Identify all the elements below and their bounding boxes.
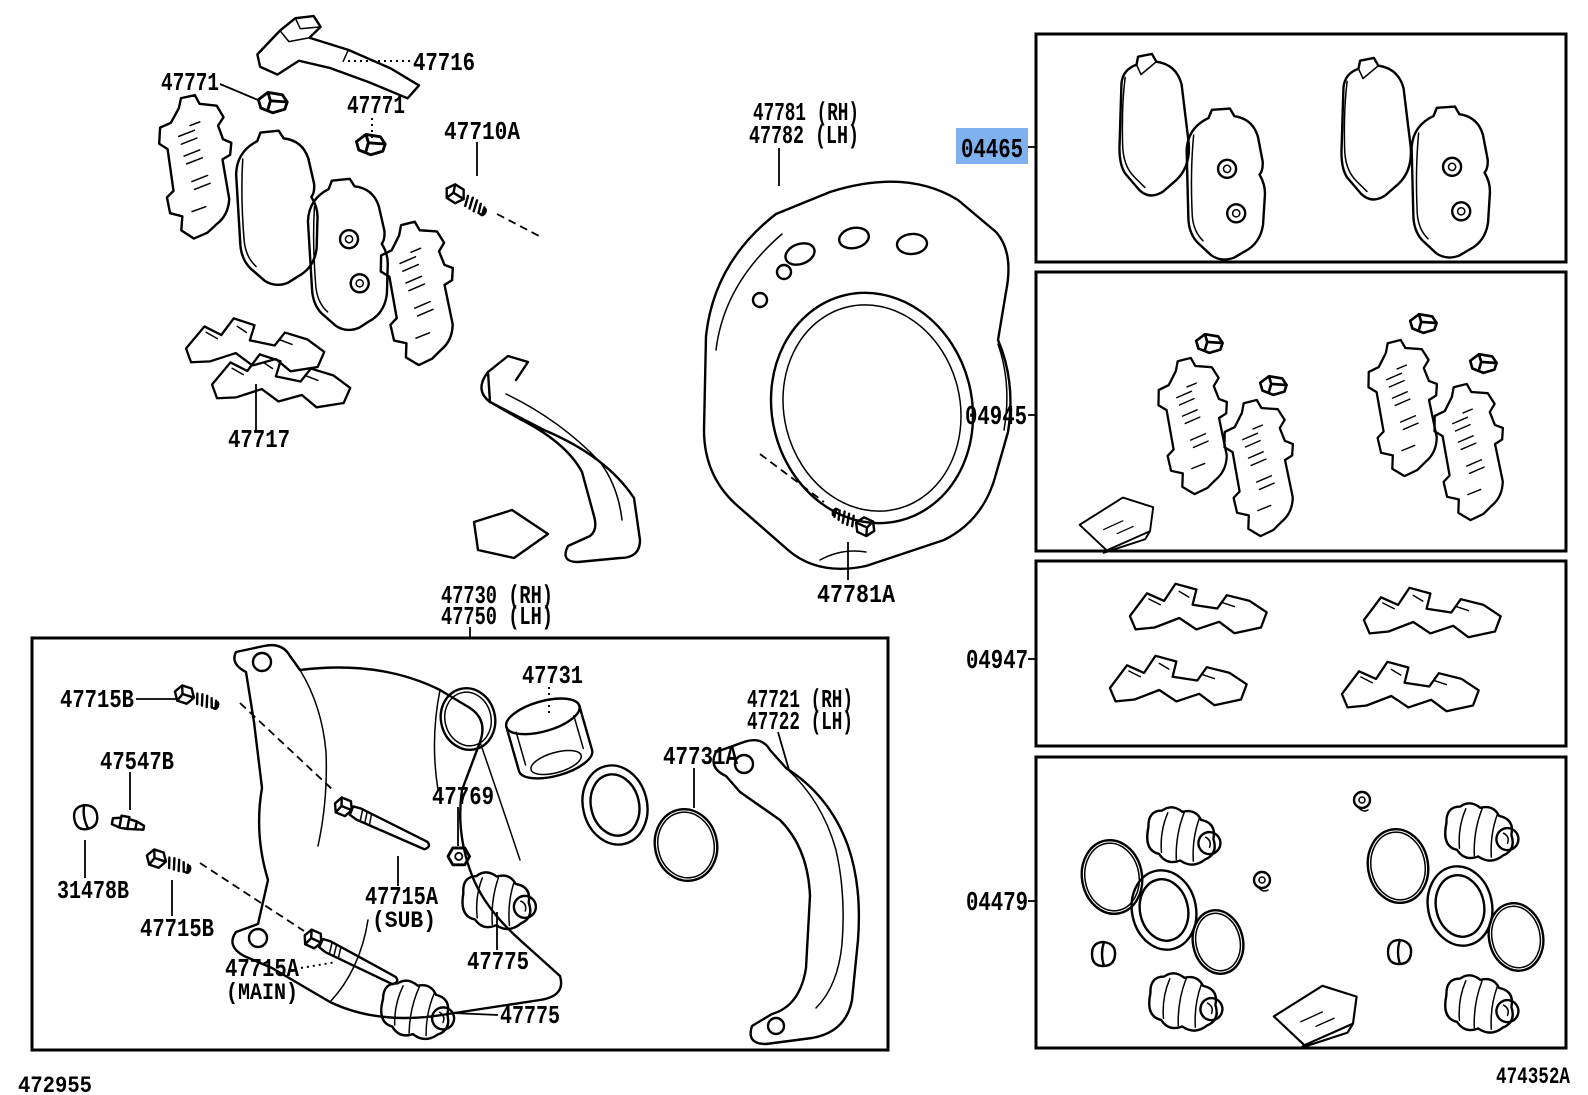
selected-kit-highlight [956,128,1028,164]
drawing-bolt-47715B-upper [171,682,222,715]
drawing-pad-clip-47771-right [354,132,387,157]
leader-47775-lower [451,1012,499,1016]
caliper-assembly-box [30,636,890,1052]
drawing-fitting-plate-47716 [256,14,421,100]
drawing-bolt-47715B-lower [143,846,194,879]
figure-code-right: 474352A [1496,1064,1570,1090]
axis-47710A [496,213,542,238]
drawing-pin-47715A-main [299,926,404,987]
part-label-47721-rh[interactable]: 47721 (RH) [747,685,853,715]
kit-label-04465[interactable]: 04465 [961,136,1023,166]
part-label-47771-left[interactable]: 47771 [161,68,219,98]
drawing-cap-31478B [71,802,101,833]
part-label-47722-lh[interactable]: 47722 (LH) [747,707,853,737]
drawing-piston-seal [439,687,497,751]
part-label-47781-rh[interactable]: 47781 (RH) [753,98,859,128]
part-label-47715B-lower[interactable]: 47715B [140,914,214,944]
kit-box-04945 [1034,270,1568,553]
drawing-set-ring-47731A [653,808,719,882]
drawing-pin-47715A-sub [330,794,435,852]
kit-label-04945[interactable]: 04945 [965,403,1027,433]
part-label-47717[interactable]: 47717 [228,425,290,455]
part-label-47782-lh[interactable]: 47782 (LH) [749,121,859,151]
drawing-cylinder-boot [573,757,657,853]
drawing-boot-47775-lower [373,974,462,1049]
part-label-47547B[interactable]: 47547B [100,747,174,777]
drawing-pad-clip-47771-left [256,90,289,115]
drawing-caliper-body [231,643,563,1020]
part-label-47781A[interactable]: 47781A [817,580,895,610]
drawing-bleeder-47547B [110,813,147,833]
drawing-pad-shim-right [374,217,464,370]
part-label-47769[interactable]: 47769 [432,782,494,812]
drawing-bracket-47721 [712,739,861,1046]
drawing-bolt-47781A [828,503,879,540]
part-label-47775-upper[interactable]: 47775 [467,947,529,977]
part-label-47715A-sub-note: (SUB) [372,908,436,934]
part-label-47731[interactable]: 47731 [522,661,583,691]
part-label-47716[interactable]: 47716 [413,48,475,78]
drawing-kit-04945-contents [1078,312,1514,554]
part-label-47750-lh[interactable]: 47750 (LH) [441,602,553,632]
axis-47781A [759,453,825,503]
part-label-47715A-main[interactable]: 47715A [225,954,299,984]
kit-box-04465 [1034,32,1568,264]
drawing-dust-cover-47781 [702,180,1012,570]
axis-pin-sub [239,702,335,792]
part-label-47771-right[interactable]: 47771 [347,91,405,121]
part-label-47730-rh[interactable]: 47730 (RH) [441,581,553,611]
drawing-kit-04947-contents [1108,582,1502,713]
kit-box-04479 [1034,755,1568,1050]
kit-label-04479[interactable]: 04479 [966,889,1028,919]
leader-47715A-main [300,961,337,969]
leader-47771-left [219,83,259,101]
part-label-47715A-sub[interactable]: 47715A [365,882,438,912]
part-label-47775-lower[interactable]: 47775 [500,1001,560,1031]
part-label-47731A[interactable]: 47731A [663,742,738,772]
part-label-47715A-main-note: (MAIN) [226,980,298,1006]
drawing-fitting-kit-47717 [183,314,353,411]
part-label-47710A[interactable]: 47710A [444,117,520,147]
kit-box-04947 [1034,559,1568,748]
figure-code-left: 472955 [18,1073,92,1095]
drawing-pad-shim-left [154,91,239,242]
drawing-boot-47775-upper [456,867,542,937]
drawing-bolt-47710A [441,180,491,221]
part-label-47715B-upper[interactable]: 47715B [60,685,134,715]
drawing-kit-04465-contents [1113,51,1494,262]
kit-label-04947[interactable]: 04947 [966,647,1028,677]
drawing-kit-04479-contents [1074,790,1545,1049]
leader-47721 [777,731,790,771]
drawing-caliper-bracket-top [472,354,642,564]
part-label-31478B[interactable]: 31478B [57,876,129,906]
axis-pin-main [199,862,305,932]
